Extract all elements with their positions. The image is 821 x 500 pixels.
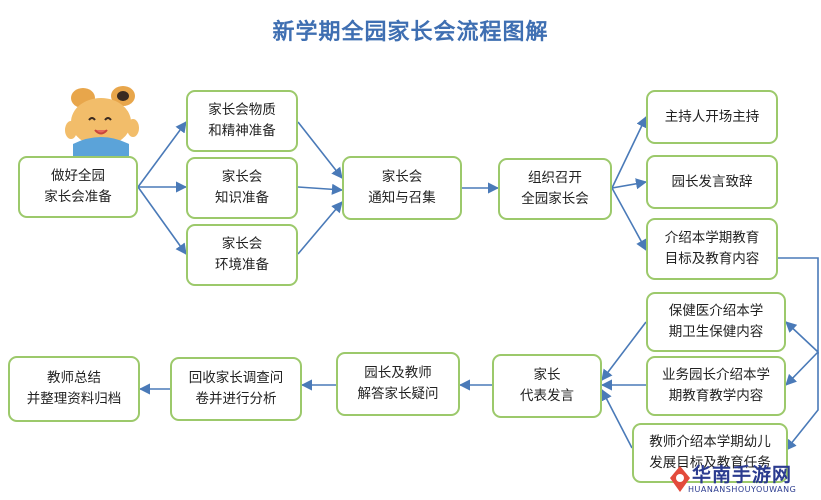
node-host: 主持人开场主持 — [646, 90, 778, 144]
arrow-goals-doctor — [778, 257, 819, 354]
arrow-to-teacher — [785, 352, 819, 451]
node-prepare: 做好全园家长会准备 — [18, 156, 138, 218]
arrow-convene-host — [611, 115, 647, 189]
watermark-subtext: HUANANSHOUYOUWANG — [688, 485, 797, 494]
arrow-environment-notify — [297, 201, 343, 255]
node-environment: 家长会环境准备 — [186, 224, 298, 286]
node-goals: 介绍本学期教育目标及教育内容 — [646, 218, 778, 280]
node-summary: 教师总结并整理资料归档 — [8, 356, 140, 422]
node-knowledge: 家长会知识准备 — [186, 157, 298, 219]
watermark-icon — [670, 466, 690, 492]
node-material: 家长会物质和精神准备 — [186, 90, 298, 152]
watermark-logo: 华南手游网 HUANANSHOUYOUWANG — [668, 458, 818, 498]
arrow-prepare-material — [137, 121, 187, 188]
arrow-to-business — [785, 351, 819, 386]
node-business: 业务园长介绍本学期教育教学内容 — [646, 356, 786, 416]
node-director: 园长发言致辞 — [646, 155, 778, 209]
node-survey: 回收家长调查问卷并进行分析 — [170, 357, 302, 421]
arrow-convene-goals — [611, 187, 647, 251]
arrow-teacher-parent — [601, 389, 633, 449]
diagram-title: 新学期全园家长会流程图解 — [272, 20, 549, 45]
node-notify: 家长会通知与召集 — [342, 156, 462, 220]
node-convene: 组织召开全园家长会 — [498, 158, 612, 220]
bear-mascot-icon — [65, 86, 139, 162]
watermark-text: 华南手游网 — [692, 464, 793, 486]
arrow-knowledge-notify — [297, 183, 344, 195]
arrow-convene-director — [611, 178, 648, 190]
arrow-doctor-parent — [601, 321, 647, 381]
node-teacher: 教师介绍本学期幼儿发展目标及教育任务 — [632, 423, 788, 483]
node-doctor: 保健医介绍本学期卫生保健内容 — [646, 292, 786, 352]
arrow-prepare-environment — [137, 186, 187, 255]
node-parent: 家长代表发言 — [492, 354, 602, 418]
arrow-material-notify — [297, 121, 343, 179]
node-answer: 园长及教师解答家长疑问 — [336, 352, 460, 416]
